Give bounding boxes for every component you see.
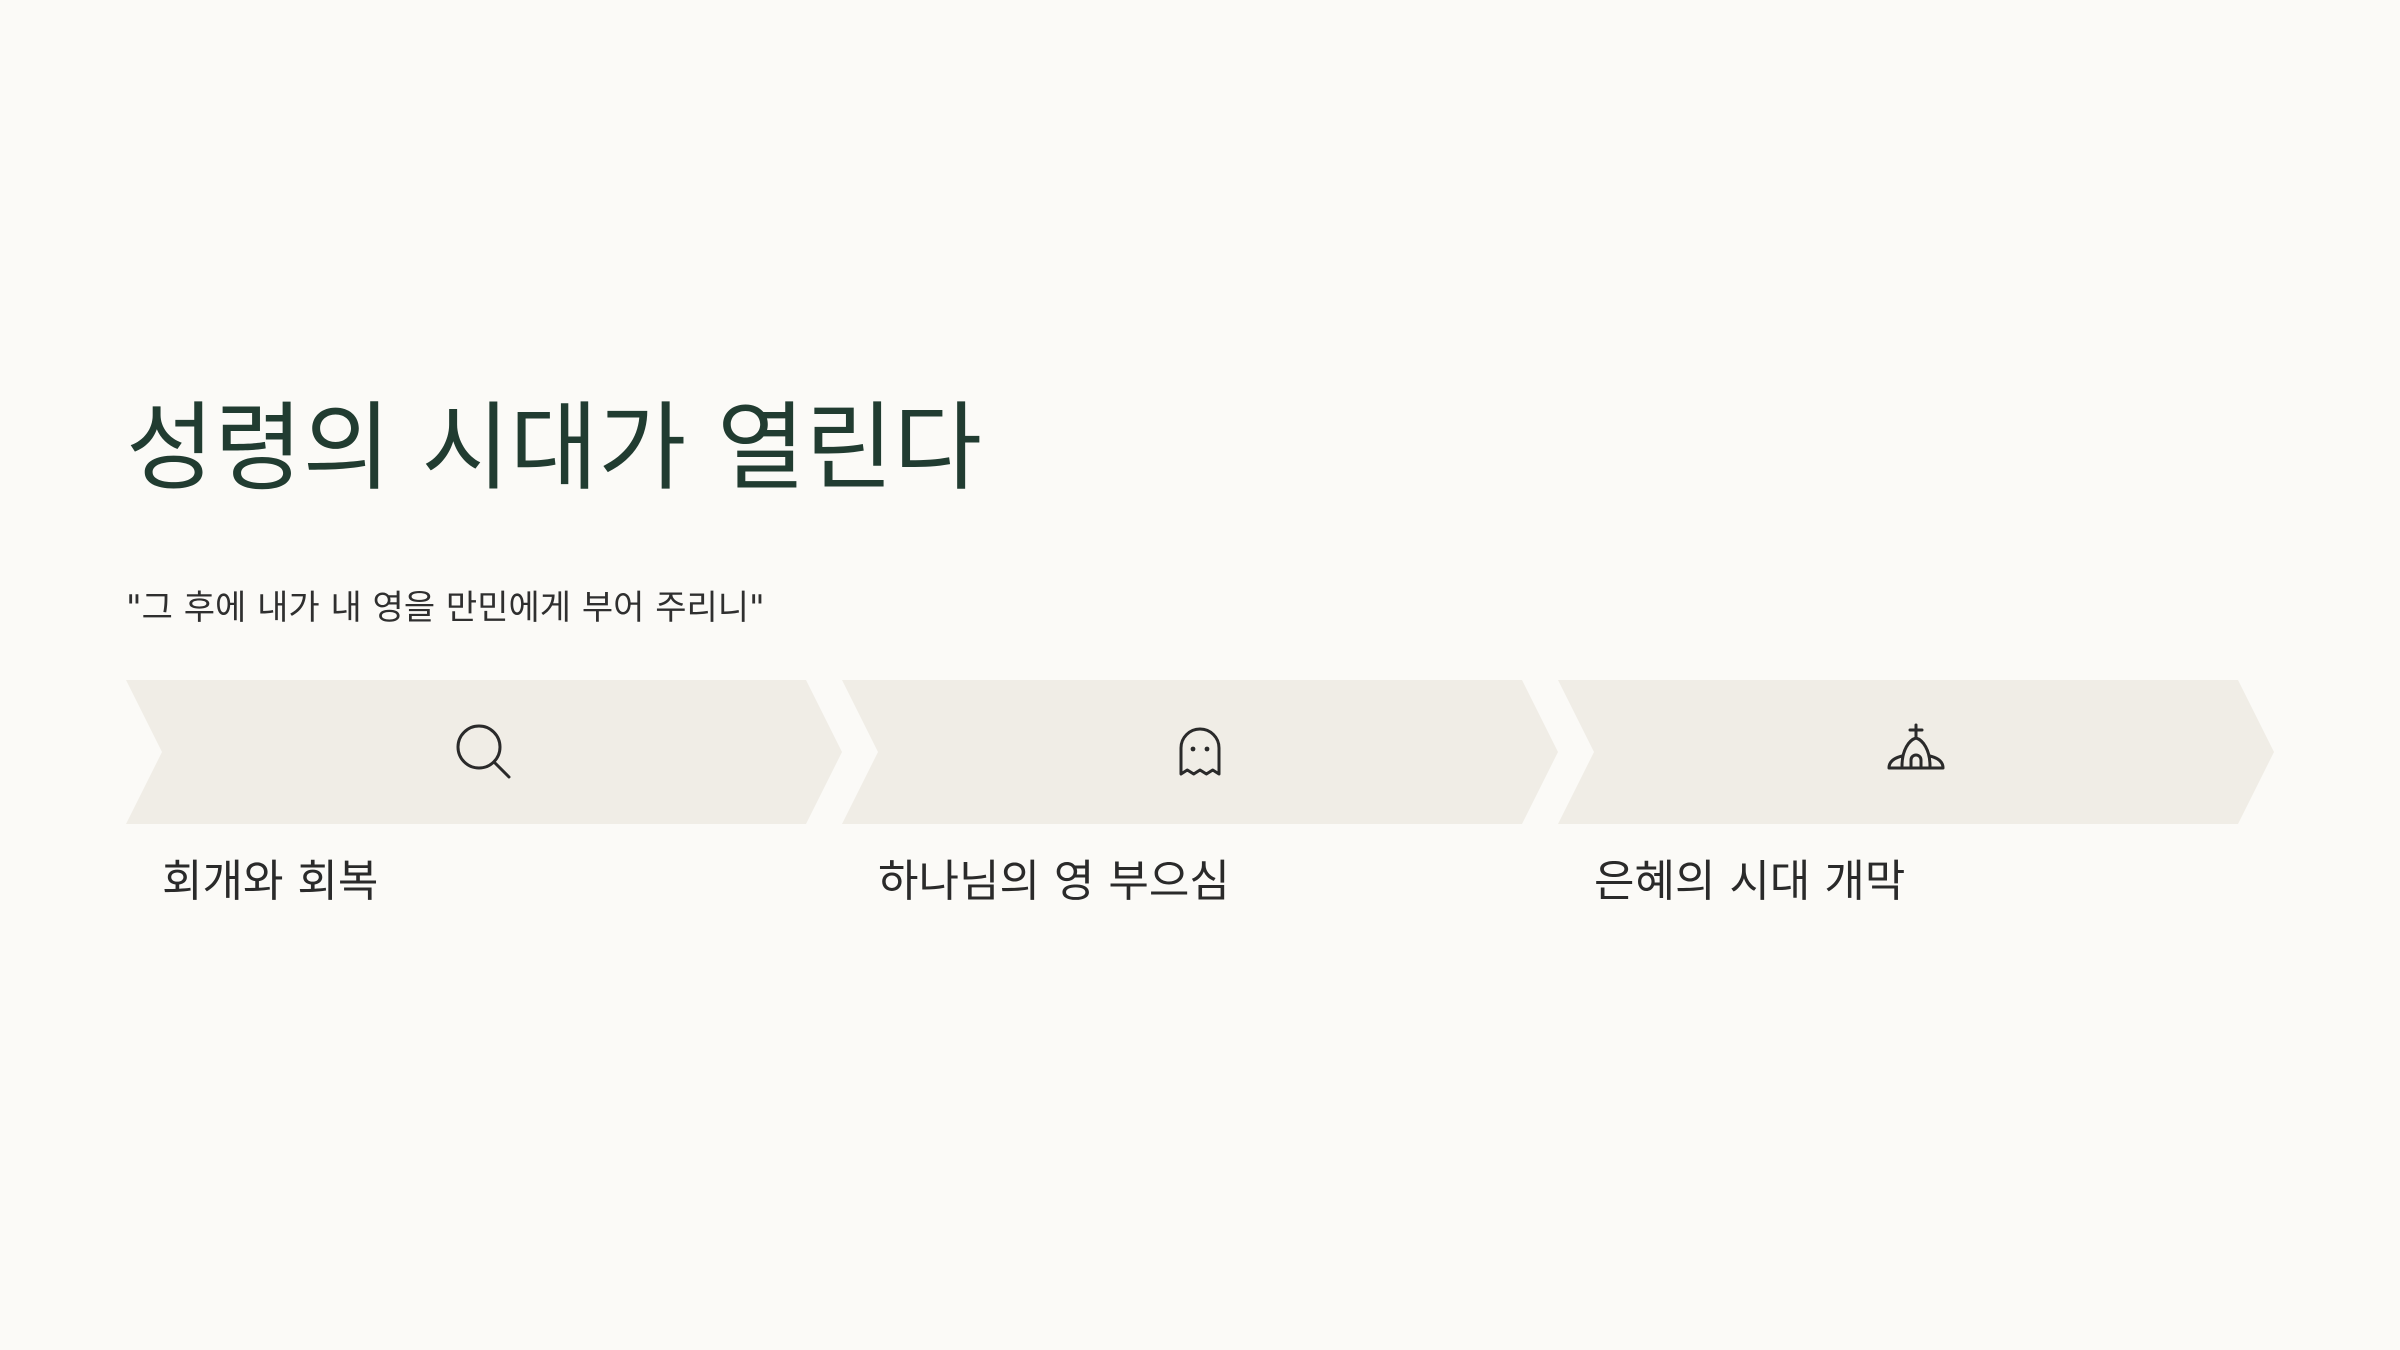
church-icon	[1884, 720, 1948, 784]
process-steps: 회개와 회복 하나님의 영 부으심 은혜의 시대 개막	[126, 680, 2274, 920]
step-label: 회개와 회복	[162, 856, 379, 907]
ghost-icon	[1168, 720, 1232, 784]
slide-title: 성령의 시대가 열린다	[126, 392, 982, 504]
step-label: 하나님의 영 부으심	[878, 856, 1230, 907]
step-repentance: 회개와 회복	[126, 680, 842, 920]
step-spirit-outpouring: 하나님의 영 부으심	[842, 680, 1558, 920]
step-label: 은혜의 시대 개막	[1594, 856, 1906, 907]
step-chevron	[126, 680, 842, 824]
step-chevron	[1558, 680, 2274, 824]
search-icon	[452, 720, 516, 784]
step-grace-era: 은혜의 시대 개막	[1558, 680, 2274, 920]
step-chevron	[842, 680, 1558, 824]
slide-subtitle-quote: "그 후에 내가 내 영을 만민에게 부어 주리니"	[126, 588, 765, 628]
